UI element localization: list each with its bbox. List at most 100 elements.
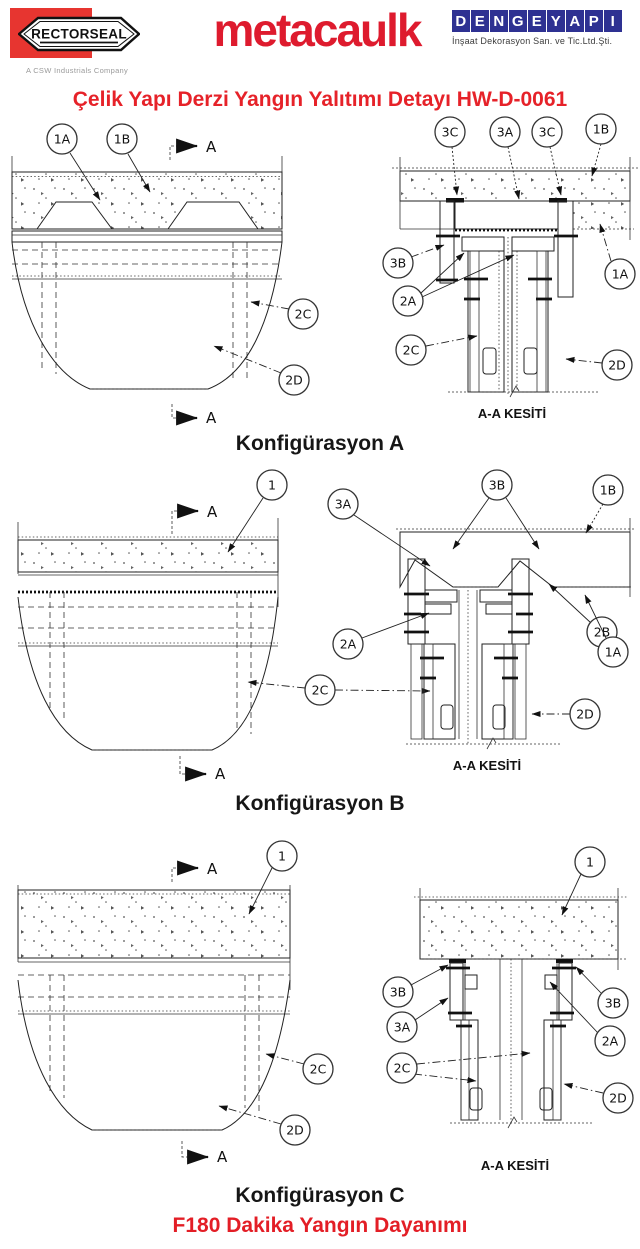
callout-2c: 2C [395,334,478,366]
callout-2d: 2D [563,1082,634,1114]
dengeyapi-letter: E [471,10,489,32]
jamb-stud-left [439,200,455,284]
dengeyapi-letter: G [509,10,527,32]
config-c-drawings: A 1 2C [17,840,634,1173]
svg-text:1: 1 [268,478,276,493]
callout-2d: 2D [213,345,310,396]
section-cut-marker-bottom: A [171,404,217,427]
dengeyapi-letter: A [566,10,584,32]
callout-1b: 1B [106,123,151,193]
stud-column-left [464,250,505,393]
svg-text:2D: 2D [285,373,303,388]
callout-3a: 3A [386,997,449,1043]
section-cut-marker-top: A [169,138,217,160]
dengeyapi-tagline: İnşaat Dekorasyon San. ve Tic.Ltd.Şti. [452,36,613,46]
svg-text:3B: 3B [605,996,622,1011]
callout-3a: 3A [327,488,431,567]
section-cut-marker-top: A [171,503,218,534]
svg-text:2A: 2A [602,1034,619,1049]
svg-text:3B: 3B [390,256,407,271]
rectorseal-badge: RECTORSEAL [18,16,140,52]
svg-text:2B: 2B [594,625,611,640]
svg-text:3C: 3C [442,125,459,140]
svg-text:1B: 1B [593,122,610,137]
dengeyapi-letter: N [490,10,508,32]
config-a-elevation: 1A 1B A A 2C [11,123,319,427]
svg-text:2D: 2D [608,358,626,373]
callout-3b: 3B [452,469,540,550]
section-caption: A-A KESİTİ [478,406,546,421]
section-cut-marker-bottom: A [181,1141,228,1166]
svg-text:2C: 2C [312,683,329,698]
callout-2b: 2B [548,583,618,648]
callout-1: 1 [227,469,288,553]
config-a-title: Konfigürasyon A [235,432,405,455]
callout-2d: 2D [218,1105,311,1146]
sheet-title: Çelik Yapı Derzi Yangın Yalıtımı Detayı … [72,88,568,111]
section-cut-marker-top: A [171,860,218,882]
svg-text:A: A [207,860,218,878]
config-c-elevation: A 1 2C [17,840,334,1166]
rectorseal-tagline: A CSW Industrials Company [25,66,129,75]
jamb-stud-right [557,200,574,298]
svg-text:A: A [217,1148,228,1166]
header: RECTORSEAL A CSW Industrials Company met… [0,0,640,88]
callout-2d: 2D [565,349,633,381]
callout-3b: 3B [382,244,445,279]
callout-2c: 2C [265,1053,334,1085]
hanger-assembly-right [539,959,576,1121]
config-a-section: 3C 3A 3C 1B 1A 3B [382,113,638,421]
svg-text:3B: 3B [489,478,506,493]
svg-text:A: A [206,409,217,427]
svg-text:1A: 1A [54,132,71,147]
config-a-drawings: 1A 1B A A 2C [11,113,638,427]
callout-3c-right: 3C [531,116,563,196]
svg-text:2C: 2C [394,1061,411,1076]
callout-1b: 1B [585,113,617,177]
callout-2c: 2C [386,1050,531,1084]
dengeyapi-letter: Y [547,10,565,32]
dengeyapi-letter: D [452,10,470,32]
callout-3b-right: 3B [575,966,629,1019]
svg-text:2C: 2C [310,1062,327,1077]
callout-3b-left: 3B [382,964,449,1008]
rectorseal-logo: RECTORSEAL A CSW Industrials Company [10,6,142,76]
steel-clip-left [446,198,464,203]
svg-text:A: A [206,138,217,156]
section-caption: A-A KESİTİ [481,1158,549,1173]
stud-column-right [481,643,527,740]
callout-2a: 2A [332,612,430,660]
dengeyapi-letter-tiles: D E N G E Y A P I [452,10,632,32]
svg-text:2D: 2D [609,1091,627,1106]
callout-2a: 2A [549,981,626,1057]
fire-rating-note: F180 Dakika Yangın Dayanımı [172,1214,468,1237]
config-b-elevation: A 1 A [17,469,288,783]
svg-text:2C: 2C [403,343,420,358]
callout-2c: 2C [250,298,319,330]
callout-1a: 1A [584,594,629,668]
dengeyapi-letter: I [604,10,622,32]
config-b-section: 3A 3B 1B 2B 1A 2A [327,469,636,773]
callout-2c-shared: 2C [247,674,431,706]
steel-clip-right [549,198,567,203]
svg-text:A: A [207,503,218,521]
config-b-title: Konfigürasyon B [235,792,405,815]
stud-column-left [410,643,456,740]
svg-text:1B: 1B [600,483,617,498]
svg-text:3C: 3C [539,125,556,140]
config-b-drawings: A 1 A [17,469,636,783]
hanger-assembly-left [446,959,483,1121]
callout-1: 1 [561,846,606,916]
config-c-title: Konfigürasyon C [235,1184,405,1207]
rectorseal-wordmark: RECTORSEAL [31,27,127,42]
callout-3c-left: 3C [434,116,466,196]
config-c-section: 1 3B 3A 2C 3B 2A [382,846,634,1173]
stud-column-right [511,250,552,393]
callout-3a: 3A [489,116,521,200]
svg-text:3A: 3A [394,1020,411,1035]
callout-2d: 2D [531,698,601,730]
section-cut-marker-bottom: A [179,756,226,783]
mineral-wool-fill [454,200,559,230]
callout-1a: 1A [599,223,636,290]
